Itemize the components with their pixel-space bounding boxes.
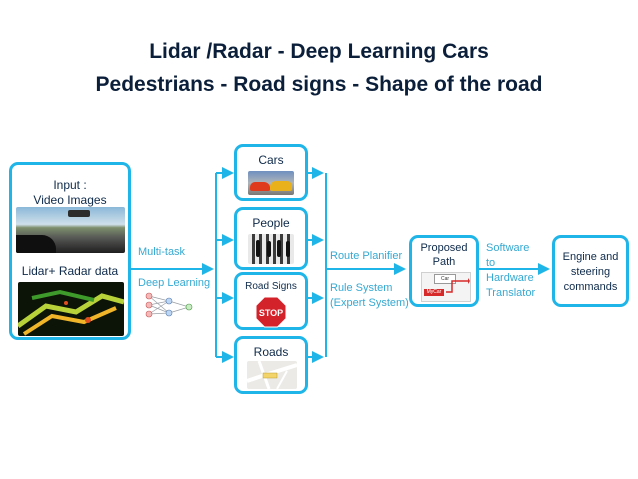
engine-label: Engine and steering commands [562, 251, 619, 293]
road-signs-label: Road Signs [245, 281, 297, 292]
proposed-path-label: Proposed Path [420, 242, 468, 268]
title-line-1: Lidar /Radar - Deep Learning Cars [149, 40, 489, 63]
cars-box: Cars [234, 144, 308, 201]
road-signs-box: Road Signs STOP [234, 272, 308, 330]
deep-learning-label: Deep Learning [138, 277, 211, 289]
multitask-label: Multi-task [138, 246, 186, 258]
title-line-2: Pedestrians - Road signs - Shape of the … [95, 73, 543, 96]
route-planifier-label: Route Planifier [330, 250, 403, 262]
people-crossing-image [248, 234, 294, 264]
neural-network-icon [145, 292, 193, 318]
road-map-image [247, 361, 297, 389]
software-translator-label: Software to Hardware Translator [486, 242, 536, 299]
people-label: People [252, 216, 290, 230]
input-box: Input : Video Images Lidar+ Radar data [9, 162, 131, 340]
proposed-path-box: Proposed Path Car MyCar [409, 235, 479, 307]
stop-sign-icon: STOP [255, 296, 287, 328]
car-tag: Car [434, 274, 456, 284]
people-box: People [234, 207, 308, 270]
path-diagram: Car MyCar [421, 272, 471, 302]
lidar-point-cloud-image [18, 282, 124, 336]
rule-system-label: Rule System (Expert System) [330, 282, 409, 309]
roads-box: Roads [234, 336, 308, 394]
input-label: Input : Video Images [33, 178, 107, 207]
stop-sign-text: STOP [259, 308, 283, 318]
cars-image [248, 171, 294, 195]
roads-label: Roads [253, 345, 289, 359]
driving-camera-image [16, 207, 125, 253]
cars-label: Cars [258, 153, 284, 167]
my-car-tag: MyCar [424, 289, 444, 296]
engine-box: Engine and steering commands [552, 235, 629, 307]
sensor-label: Lidar+ Radar data [21, 264, 119, 278]
